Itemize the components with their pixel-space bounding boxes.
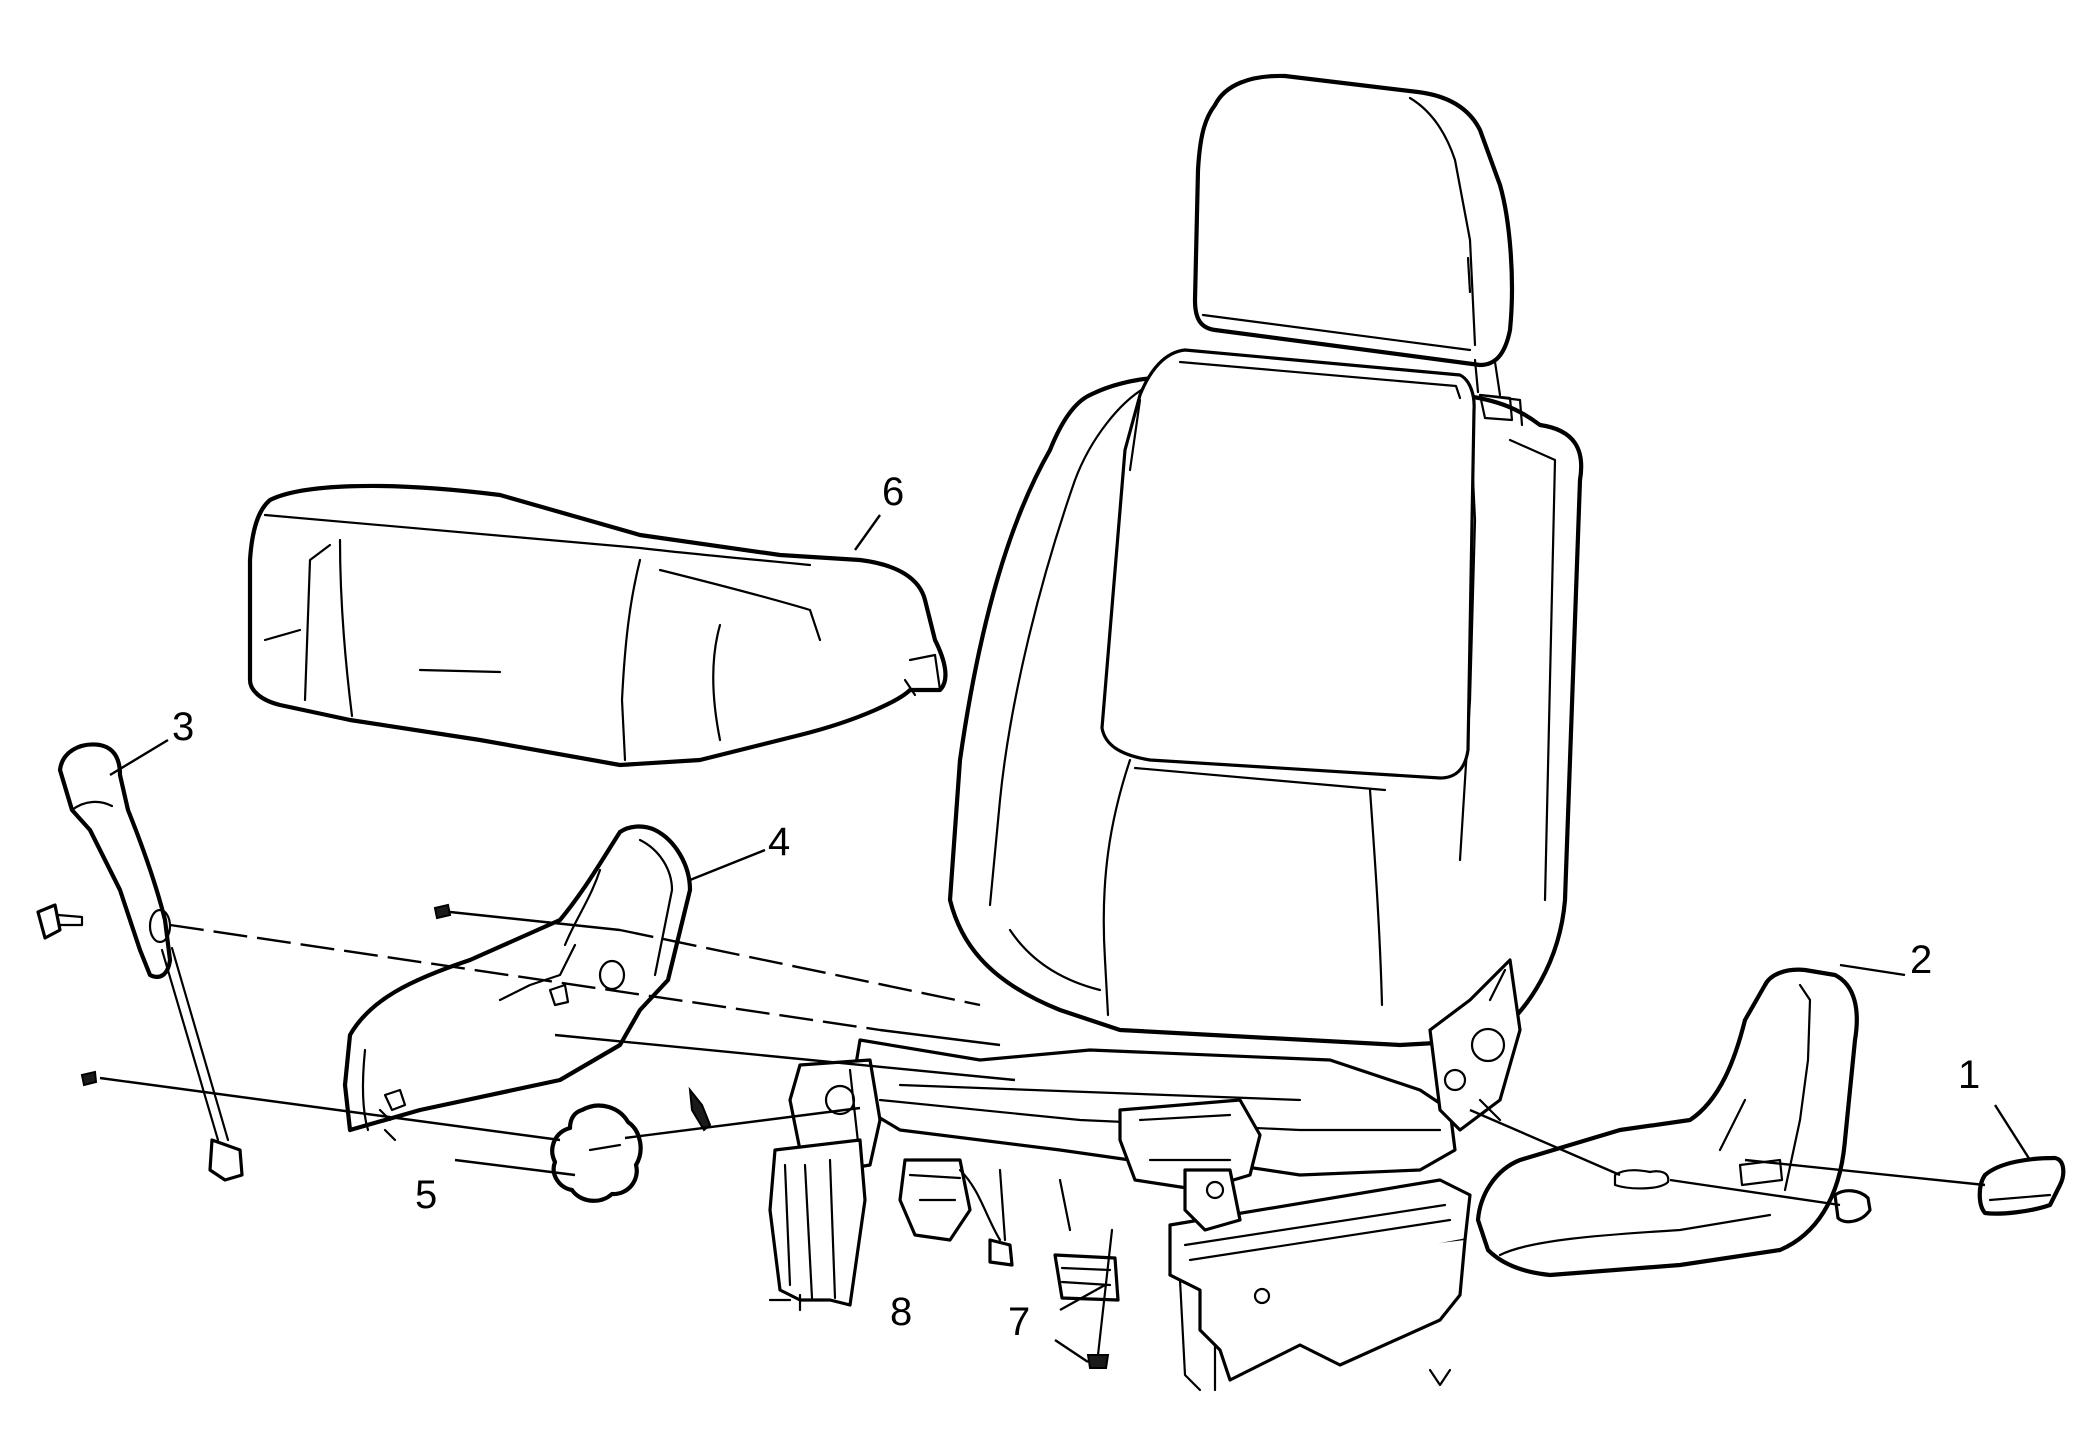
fastener-pin	[1086, 1228, 1114, 1369]
callout-7: 7	[1008, 1300, 1030, 1344]
callout-6: 6	[882, 470, 904, 514]
side-shield-inner	[342, 824, 712, 1142]
seat-back-lower-panel	[1102, 758, 1132, 1017]
control-module	[1053, 1253, 1120, 1302]
adjuster-knob	[550, 1103, 643, 1203]
headrest	[1192, 73, 1515, 368]
callout-8: 8	[890, 1290, 912, 1334]
alignment-lines	[99, 910, 1986, 1207]
recliner-lever	[36, 742, 244, 1182]
callout-2: 2	[1910, 938, 1932, 982]
callout-leaders	[109, 514, 2032, 1363]
callout-5: 5	[415, 1173, 437, 1217]
callout-4: 4	[768, 820, 790, 864]
callout-3: 3	[172, 705, 194, 749]
seat-back-assembly	[947, 73, 1584, 1048]
seat-track-left	[768, 1138, 867, 1307]
seat-switch-knob	[1977, 1155, 2066, 1216]
callout-1: 1	[1958, 1053, 1980, 1097]
callout-labels: 1 2 3 4 5 6 7 8	[172, 470, 1980, 1344]
seat-back-upper-panel	[1100, 348, 1476, 780]
seat-cushion	[247, 483, 948, 768]
side-shield-outer	[1475, 967, 1859, 1278]
small-knob	[1833, 1189, 1872, 1224]
seat-base-assembly	[768, 958, 1522, 1392]
